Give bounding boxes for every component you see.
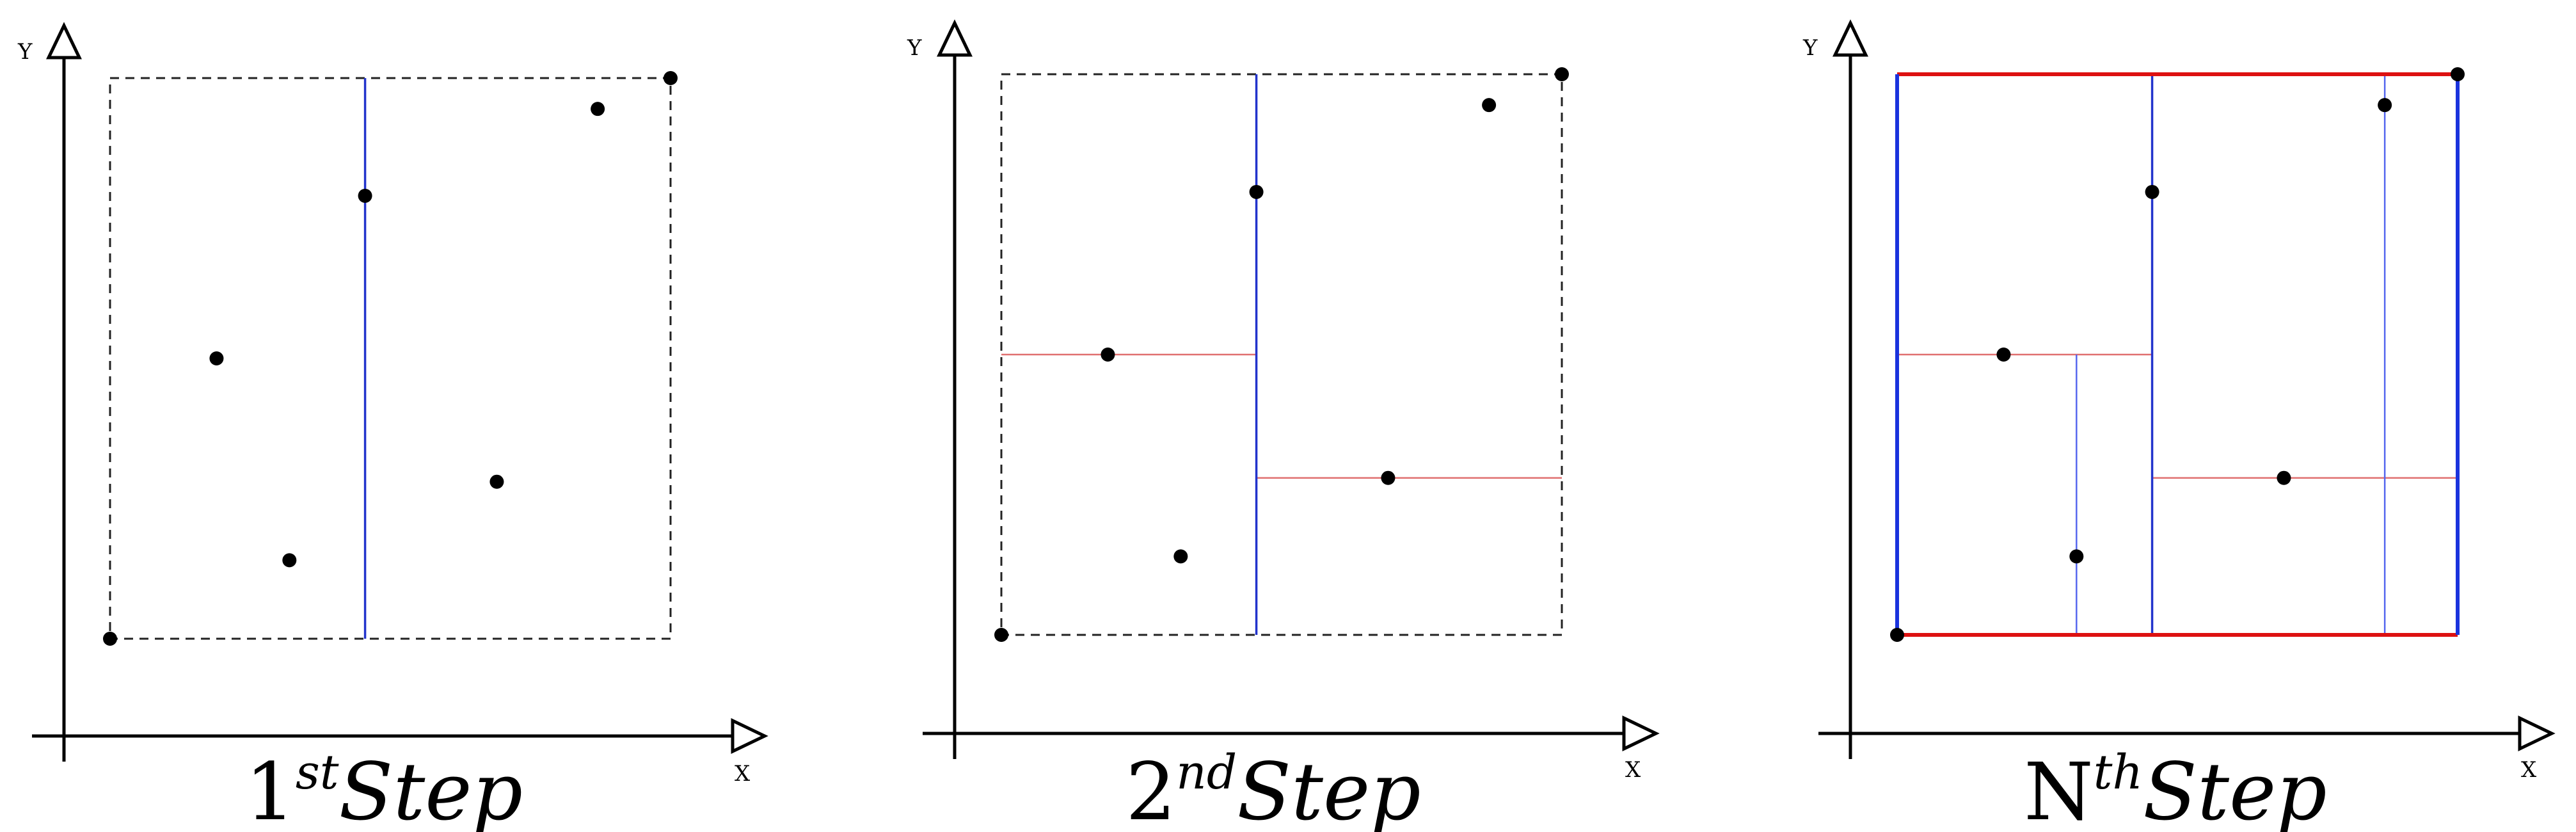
data-point [1555,67,1569,81]
x-axis-label: X [735,761,751,787]
data-point [2451,67,2465,81]
data-point [209,351,224,365]
y-axis-label: Y [17,39,33,65]
step-caption: 2ndStep [1125,745,1420,832]
data-point [103,632,117,646]
plot-area [32,22,768,762]
data-point [358,188,372,203]
data-point [2277,470,2291,485]
y-axis-label: Y [907,35,922,61]
step-caption: 1stStep [245,745,523,832]
x-axis-label: X [2521,757,2537,783]
plot-area [923,19,1660,759]
data-point [1101,348,1115,362]
panel-step-n: Y X NthStep [1802,19,2556,832]
data-point [2145,184,2159,199]
panel-step-1: Y X 1stStep [17,22,768,832]
data-point [1249,184,1264,199]
bounding-box [109,77,672,640]
data-point [489,474,504,489]
data-point [1890,628,1904,642]
x-axis-label: X [1625,757,1641,783]
data-point [664,71,678,85]
data-point [282,553,297,568]
data-point [1173,549,1188,564]
bounding-box [1000,73,1563,636]
data-point [1482,98,1497,113]
data-point [994,628,1008,642]
panel-step-2: Y X 2ndStep [907,19,1660,832]
plot-area [1818,19,2556,759]
y-axis-label: Y [1802,35,1818,61]
data-point [591,102,605,116]
data-point [1381,470,1395,485]
step-caption: NthStep [2024,745,2326,832]
data-point [2378,98,2392,113]
data-point [2069,549,2084,564]
data-point [1996,348,2011,362]
